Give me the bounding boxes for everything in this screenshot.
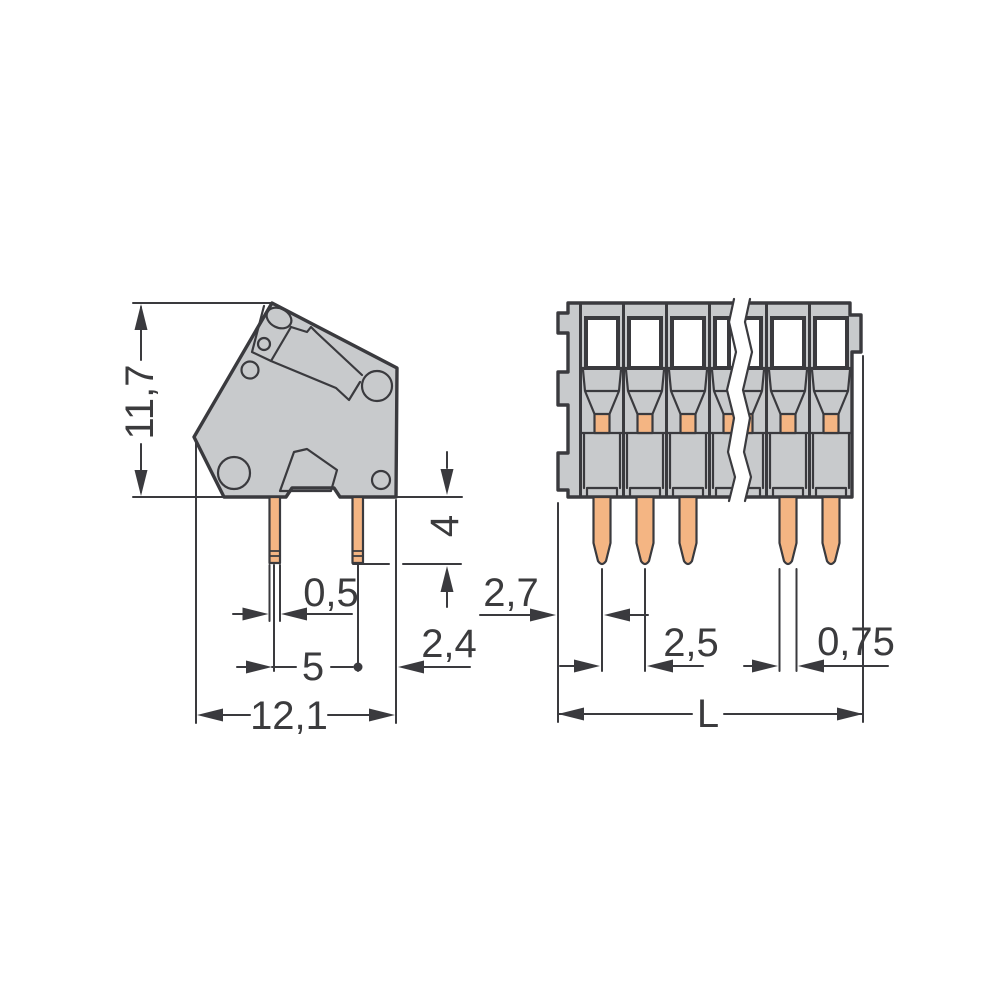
dim-edge-distance-label: 2,4	[421, 622, 477, 666]
side-view	[192, 301, 399, 565]
dim-overall-length-label: L	[697, 692, 719, 736]
dim-pin-thickness: 0,5	[232, 564, 359, 622]
front-view-pins	[592, 495, 841, 566]
side-view-housing	[192, 301, 399, 499]
side-view-dimensions: 11,7 0,5 5 2,4 4	[118, 302, 477, 738]
front-pin	[778, 495, 798, 566]
dim-pin-offset-label: 2,7	[483, 571, 539, 615]
wire-window	[813, 316, 849, 370]
break-edge-right	[741, 297, 754, 503]
front-pin	[821, 495, 841, 566]
break-gap	[725, 297, 754, 503]
front-view	[556, 297, 863, 566]
spring-upper-edge	[289, 325, 364, 377]
wedge-cutout	[278, 447, 339, 493]
bottom-right-hole	[370, 469, 392, 491]
dim-pin-width: 0,75	[743, 620, 895, 673]
terminal-cells	[579, 303, 853, 499]
front-view-dimensions: 2,7 2,5 0,75 L	[479, 355, 895, 736]
wire-window	[670, 316, 706, 370]
wire-window	[627, 316, 663, 370]
dim-overall-depth: 12,1	[197, 694, 395, 738]
side-pin-right	[351, 495, 365, 565]
dim-pin-offset: 2,7	[479, 571, 649, 622]
bottom-left-hole	[216, 455, 252, 491]
dim-pin-width-label: 0,75	[817, 620, 895, 664]
spring-lower-edge	[269, 359, 362, 402]
left-hole	[240, 360, 260, 380]
front-pin	[635, 495, 655, 566]
right-hole	[360, 369, 394, 403]
dim-pitch: 2,5	[559, 621, 719, 673]
wire-window	[770, 316, 806, 370]
side-pin-right-ticks	[351, 550, 364, 557]
dim-pin-spacing-label: 5	[302, 645, 324, 689]
side-view-pins	[268, 495, 365, 565]
dim-overall-length: L	[557, 692, 864, 736]
front-pin	[678, 495, 698, 566]
clamp-block-lines	[250, 304, 293, 363]
dim-pin-spacing-row: 5 2,4	[236, 564, 477, 689]
clamp-pivot-ellipse	[265, 306, 293, 330]
ext-pin-width	[778, 568, 798, 672]
dim-height: 11,7	[118, 304, 162, 496]
side-pin-left	[268, 495, 282, 565]
front-pin	[592, 495, 612, 566]
break-edge-left	[725, 297, 738, 503]
cell-funnels	[579, 366, 853, 499]
wire-window	[584, 316, 620, 370]
dim-pin-length-label: 4	[423, 515, 467, 537]
side-view-internal-lines	[216, 304, 394, 493]
dim-overall-depth-label: 12,1	[250, 694, 328, 738]
dim-pin-thickness-label: 0,5	[303, 571, 359, 615]
side-pin-left-ticks	[268, 550, 281, 557]
dim-pin-length: 4	[352, 451, 467, 608]
dim-pitch-label: 2,5	[663, 621, 719, 665]
dim-height-label: 11,7	[118, 365, 162, 440]
small-hole	[256, 336, 272, 352]
